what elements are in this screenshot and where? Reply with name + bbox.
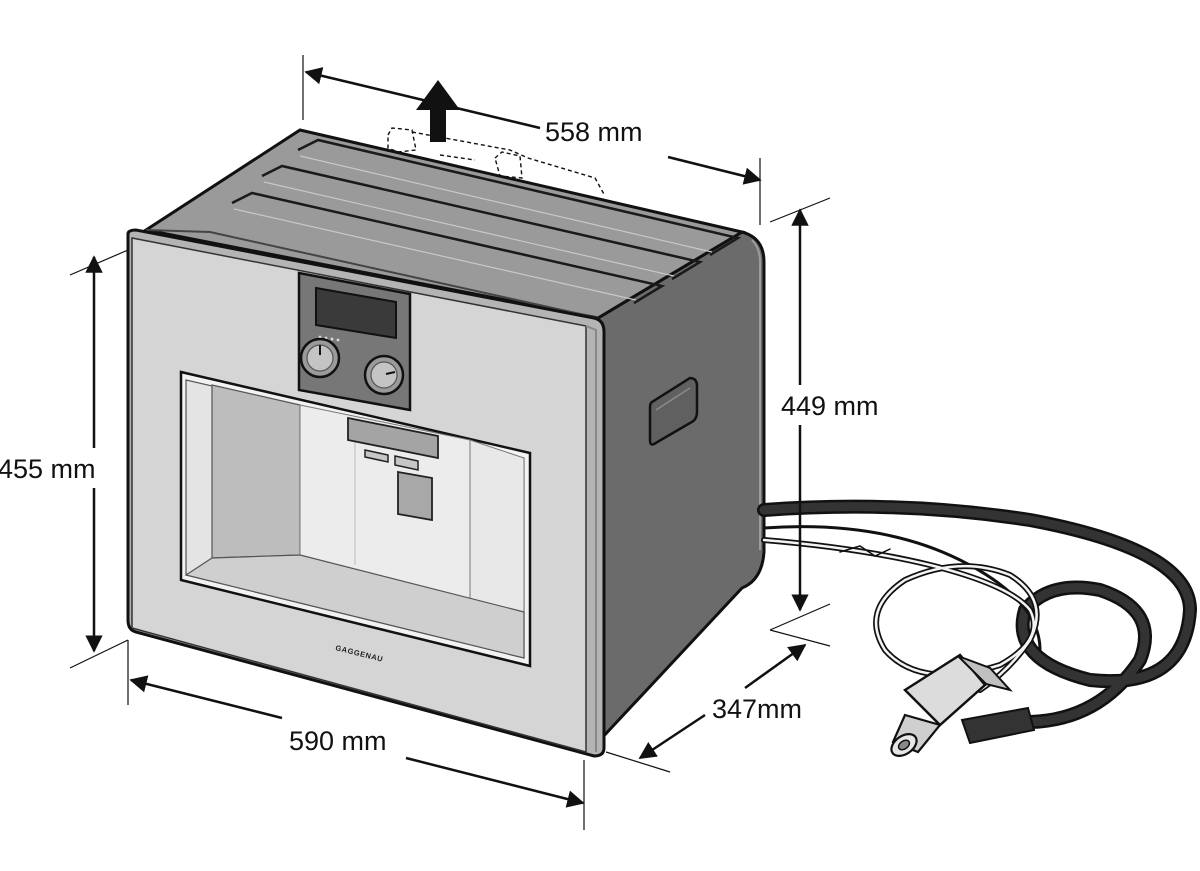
- left-control-knob[interactable]: [299, 337, 341, 379]
- right-control-knob[interactable]: [363, 354, 405, 396]
- display-screen: [315, 286, 397, 340]
- appliance-body: [142, 127, 766, 744]
- side-panel: [596, 230, 766, 744]
- up-arrow-icon: [416, 80, 460, 142]
- hose-end-fitting: [960, 706, 1036, 745]
- top-grooves: [231, 138, 742, 305]
- front-door: GAGGENAU: [126, 228, 606, 758]
- connector-housing: [903, 653, 987, 727]
- dim-label-front-height: 455 mm: [0, 454, 96, 484]
- dim-label-depth: 347mm: [712, 694, 802, 724]
- drip-tray-insert: [397, 470, 433, 522]
- power-cable-and-hose: [757, 499, 1198, 758]
- top-grooves-highlight: [233, 155, 713, 301]
- indicator-marks: [318, 335, 340, 342]
- coffee-spout: [347, 416, 439, 460]
- dim-line-depth: [638, 713, 706, 760]
- side-handle-recess: [648, 376, 699, 446]
- dim-line-top-width: [304, 67, 541, 130]
- dim-label-side-height: 449 mm: [781, 391, 879, 421]
- cup-compartment: [179, 370, 532, 668]
- dim-label-front-width: 590 mm: [289, 726, 387, 756]
- dim-label-top-width: 558 mm: [545, 117, 643, 147]
- dimension-lines: [69, 55, 831, 830]
- connector-nozzle: [890, 713, 942, 758]
- hidden-outline: [387, 127, 606, 197]
- dim-line-front-width: [129, 675, 283, 720]
